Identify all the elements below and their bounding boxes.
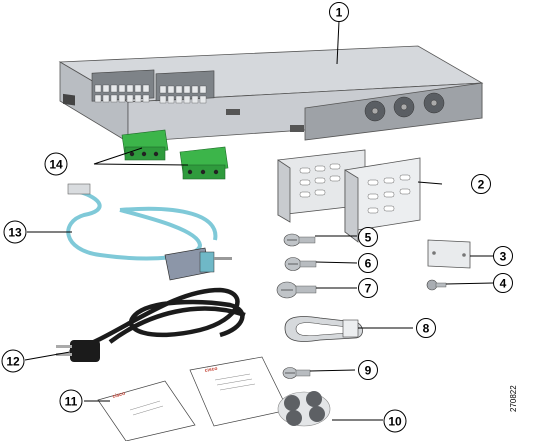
svg-text:1: 1 xyxy=(336,6,343,20)
console-cable xyxy=(66,183,232,281)
cable-guide xyxy=(284,316,363,342)
svg-text:12: 12 xyxy=(6,355,20,369)
documentation-set: cisco cisco xyxy=(97,356,289,441)
svg-text:4: 4 xyxy=(500,277,507,291)
switch-chassis xyxy=(58,45,484,143)
callout-10: 10 xyxy=(383,409,407,433)
figure-id: 270822 xyxy=(509,385,518,412)
terminal-block-connectors xyxy=(121,129,229,180)
fan-vent xyxy=(364,92,445,122)
doc-brand-label-2: cisco xyxy=(112,391,126,400)
callout-4: 4 xyxy=(493,273,513,293)
callout-13: 13 xyxy=(3,220,27,244)
leader-lines xyxy=(24,20,494,421)
svg-text:6: 6 xyxy=(365,257,372,271)
callout-8: 8 xyxy=(416,318,436,338)
rubber-feet xyxy=(277,391,331,427)
svg-text:13: 13 xyxy=(8,226,22,240)
callout-9: 9 xyxy=(358,360,378,380)
svg-text:8: 8 xyxy=(423,322,430,336)
callout-5: 5 xyxy=(358,227,378,247)
callout-3: 3 xyxy=(493,246,513,266)
callout-12: 12 xyxy=(1,349,25,373)
svg-text:2: 2 xyxy=(478,178,485,192)
rack-mount-brackets xyxy=(277,149,421,243)
callout-2: 2 xyxy=(471,174,491,194)
svg-text:7: 7 xyxy=(365,282,372,296)
callout-14: 14 xyxy=(44,152,68,176)
callout-1: 1 xyxy=(329,2,349,22)
callout-6: 6 xyxy=(358,253,378,273)
doc-brand-label: cisco xyxy=(204,366,218,374)
screw-9 xyxy=(282,367,311,379)
ethernet-port-block xyxy=(91,69,304,132)
svg-text:5: 5 xyxy=(365,231,372,245)
svg-text:14: 14 xyxy=(49,158,63,172)
small-screw xyxy=(426,279,447,291)
svg-text:9: 9 xyxy=(365,364,372,378)
db9-connector xyxy=(164,247,232,281)
callout-7: 7 xyxy=(358,278,378,298)
svg-text:11: 11 xyxy=(65,395,78,409)
screw-5 xyxy=(283,233,316,247)
svg-text:10: 10 xyxy=(388,415,402,429)
screw-7 xyxy=(276,281,317,299)
mounting-plate xyxy=(427,239,471,269)
screw-6 xyxy=(284,257,317,271)
callout-11: 11 xyxy=(59,389,83,413)
svg-text:3: 3 xyxy=(500,250,507,264)
power-cord xyxy=(56,287,246,362)
